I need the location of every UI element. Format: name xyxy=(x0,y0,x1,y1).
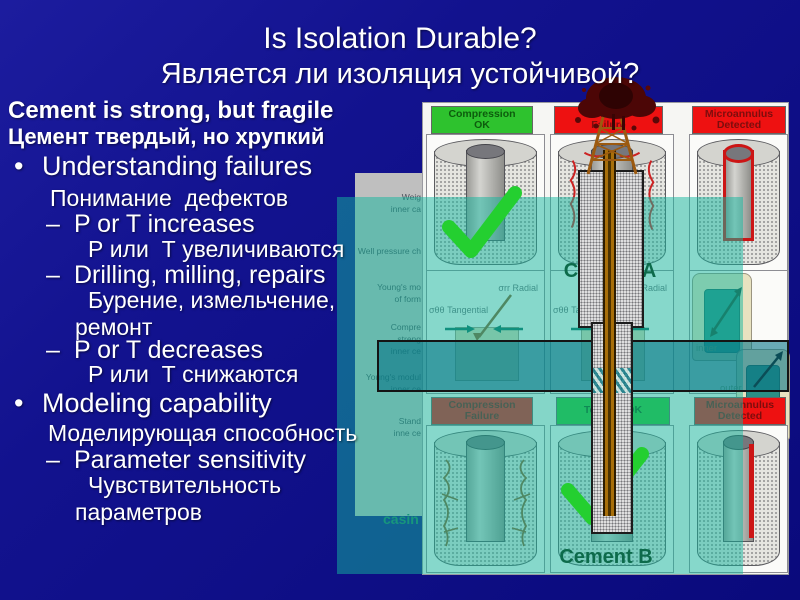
blowout-smoke-icon xyxy=(575,77,660,131)
status-badge-compression-ok: Compression OK xyxy=(431,106,533,134)
bullet-ru: Чувствительность параметров xyxy=(75,472,288,525)
bullet-ru: Понимание дефектов xyxy=(50,185,289,211)
microannulus-red-line xyxy=(749,444,755,538)
bullet-drilling-milling: Drilling, milling, repairs xyxy=(74,261,326,289)
bullet-p-t-decreases: P or T decreases xyxy=(74,336,264,364)
bullet-ru: Моделирующая способность xyxy=(48,420,358,446)
bullet-marker: • xyxy=(14,388,24,418)
bullet-parameter-sensitivity: Parameter sensitivity xyxy=(74,446,307,474)
casing-label: casin xyxy=(383,511,419,527)
teal-band-overlay xyxy=(377,340,789,392)
bullet-ru: Р или Т снижаются xyxy=(88,361,299,387)
wellbore-pipe xyxy=(603,150,616,516)
statement-ru: Цемент твердый, но хрупкий xyxy=(8,124,325,149)
bullet-ru: Р или Т увеличиваются xyxy=(88,236,345,262)
dash-marker: – xyxy=(46,261,60,289)
green-checkmark-top xyxy=(442,186,522,258)
cement-b-label: Cement B xyxy=(559,546,653,568)
bullet-understanding-failures: Understanding failures xyxy=(42,151,313,181)
bullet-ru: Бурение, измельчение, ремонт xyxy=(75,287,342,340)
bullet-modeling-capability: Modeling capability xyxy=(42,388,272,418)
slide-title-en: Is Isolation Durable? xyxy=(263,22,537,55)
statement-en: Cement is strong, but fragile xyxy=(8,97,334,124)
bullet-p-t-increases: P or T increases xyxy=(74,210,255,238)
dash-marker: – xyxy=(46,446,60,474)
dash-marker: – xyxy=(46,336,60,364)
status-badge-microannulus-top: Microannulus Detected xyxy=(692,106,786,134)
slide-title-ru: Является ли изоляция устойчивой? xyxy=(160,58,640,90)
bullet-marker: • xyxy=(14,151,24,181)
dash-marker: – xyxy=(46,210,60,238)
